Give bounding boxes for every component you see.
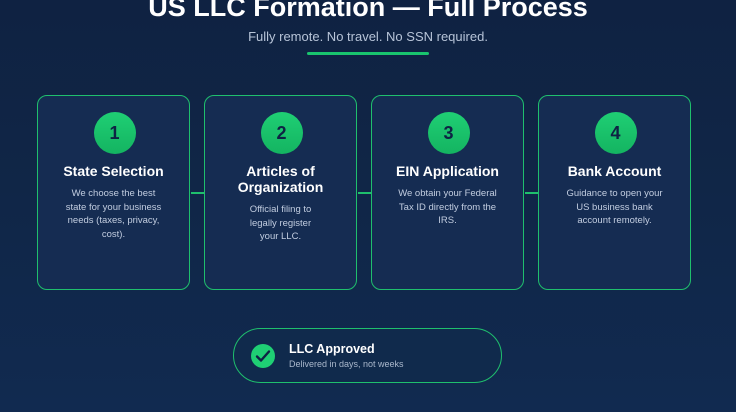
step-title: Bank Account xyxy=(567,163,662,179)
step-title: EIN Application xyxy=(396,163,499,179)
step-number-badge: 2 xyxy=(260,112,303,154)
step-description: We obtain your Federal Tax ID directly f… xyxy=(398,188,497,226)
step-connector xyxy=(191,192,204,194)
step-card-articles-of-organization: 2 Articles of Organization Official fili… xyxy=(204,95,357,290)
step-number-badge: 3 xyxy=(427,112,470,154)
page-subtitle: Fully remote. No travel. No SSN required… xyxy=(248,29,488,44)
step-title: State Selection xyxy=(63,163,164,179)
step-number-badge: 1 xyxy=(93,112,136,154)
step-title: Articles of Organization xyxy=(237,163,324,195)
step-description: We choose the best state for your busine… xyxy=(65,188,162,240)
step-card-state-selection: 1 State Selection We choose the best sta… xyxy=(37,95,190,290)
step-card-bank-account: 4 Bank Account Guidance to open your US … xyxy=(538,95,691,290)
step-description: Guidance to open your US business bank a… xyxy=(566,188,663,226)
step-connector xyxy=(358,192,371,194)
step-description: Official filing to legally register your… xyxy=(249,204,312,242)
step-card-ein-application: 3 EIN Application We obtain your Federal… xyxy=(371,95,524,290)
approved-subtitle: Delivered in days, not weeks xyxy=(289,359,404,369)
check-icon xyxy=(251,344,275,368)
approved-title: LLC Approved xyxy=(289,342,375,356)
step-number-badge: 4 xyxy=(594,112,637,154)
title-underline xyxy=(307,52,429,55)
step-connector xyxy=(525,192,538,194)
llc-approved-banner: LLC Approved Delivered in days, not week… xyxy=(233,328,502,383)
page-title: US LLC Formation — Full Process xyxy=(148,0,588,22)
